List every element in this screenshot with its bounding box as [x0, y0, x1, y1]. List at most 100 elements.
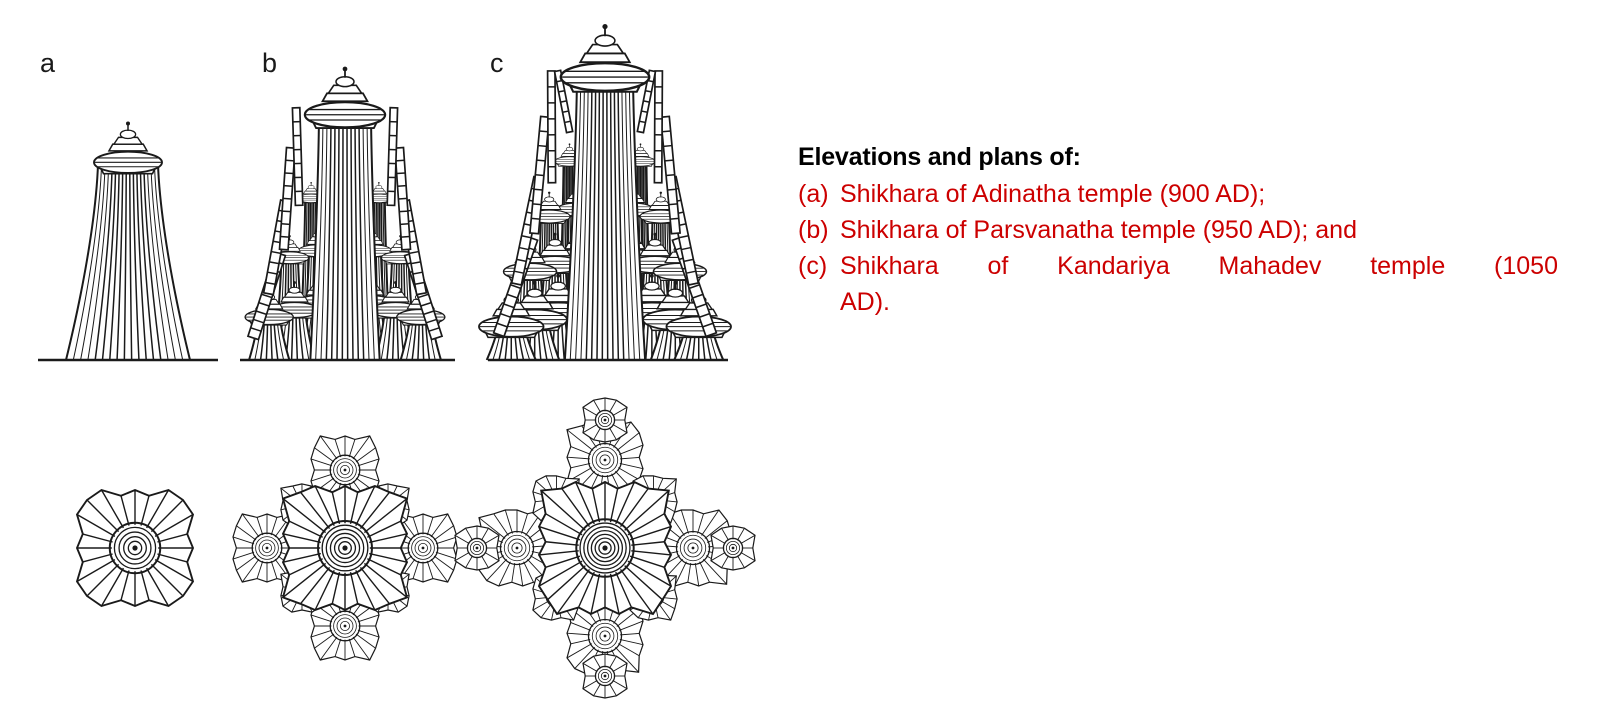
ladder-rung — [692, 293, 704, 299]
ladder-rung — [282, 197, 292, 200]
kalasha-tip — [394, 281, 397, 284]
flank-ladder-band — [278, 146, 296, 251]
kalasha-pot — [648, 238, 662, 247]
plan-spoke — [357, 473, 380, 482]
plan-spoke — [540, 603, 552, 619]
plan-spoke — [701, 509, 720, 536]
plan-spoke — [349, 492, 359, 524]
plan-spoke — [236, 555, 257, 571]
plan-secondary-lobe — [582, 397, 628, 443]
shikhara-rib — [613, 75, 620, 361]
plan-core — [602, 545, 608, 551]
plan-ring — [325, 528, 365, 568]
plan-ring — [340, 465, 350, 475]
ladder-rung — [514, 270, 524, 274]
plan-spoke — [319, 636, 338, 661]
shikhara-fill — [564, 76, 646, 360]
flank-ladder-band — [653, 70, 664, 184]
crown-collar-upper — [539, 200, 559, 206]
crown-collar-upper — [304, 188, 318, 192]
kalasha-tip — [342, 66, 348, 72]
ladder-rung — [255, 310, 267, 316]
main-shikhara-crown — [303, 66, 387, 130]
plan-ring — [679, 534, 707, 562]
plan-spoke — [617, 467, 640, 481]
ladder-rung — [516, 258, 527, 263]
plan-spoke — [120, 495, 130, 526]
plan-spoke — [574, 646, 595, 669]
ladder-rung — [408, 250, 419, 255]
plan-spoke — [612, 680, 628, 690]
plan-spoke — [334, 439, 342, 458]
ladder-rung — [261, 293, 273, 299]
plan-ring — [329, 532, 361, 564]
plan-spoke — [145, 489, 170, 529]
ladder-rung — [425, 318, 437, 324]
ladder-rung — [663, 144, 673, 148]
shikhara-edge-right — [370, 113, 381, 361]
plan-spoke — [582, 424, 598, 434]
ladder-rung — [510, 284, 522, 290]
plan-spoke — [694, 562, 700, 587]
plan-core — [603, 634, 607, 638]
plan-ring — [675, 530, 711, 566]
plan-spoke — [629, 525, 672, 541]
plan-ring — [728, 543, 738, 553]
plan-spoke — [680, 509, 689, 534]
caption-list: (a)Shikhara of Adinatha temple (900 AD);… — [798, 176, 1558, 320]
plan-ring — [123, 536, 147, 560]
shikhara-rib — [366, 113, 375, 361]
ladder-rung — [423, 310, 435, 316]
plan-spoke — [674, 561, 687, 587]
ladder-rung — [500, 312, 511, 318]
plan-ring — [469, 540, 485, 556]
plan-ring — [338, 541, 352, 555]
shikhara-rib — [129, 161, 133, 361]
plan-spoke — [740, 534, 756, 544]
shikhara-rib — [150, 161, 176, 361]
plan-ring — [590, 533, 620, 563]
shikhara-fill — [66, 162, 190, 360]
plan-spoke — [369, 552, 408, 563]
plan-spoke — [355, 485, 376, 526]
plan-spoke — [454, 552, 470, 562]
shikhara-rib — [139, 161, 155, 361]
plan-ring — [594, 537, 616, 559]
ladder-rung — [686, 270, 696, 274]
plan-spoke — [478, 517, 506, 539]
ladder-rung — [531, 217, 540, 220]
shikhara-rib — [136, 161, 147, 361]
shikhara-rib — [143, 161, 162, 361]
kalasha-tip — [639, 143, 642, 146]
ladder-rung — [666, 173, 675, 177]
ladder-rung — [639, 120, 646, 124]
plan-spoke — [624, 490, 670, 531]
elevation-a — [38, 121, 218, 362]
ladder-rung — [250, 327, 262, 332]
plan-spoke — [352, 636, 371, 661]
ladder-rung — [702, 322, 714, 328]
plan-spoke — [658, 603, 672, 621]
plan-spoke — [540, 490, 586, 531]
ladder-rung — [532, 203, 542, 206]
ladder-rung — [643, 100, 650, 103]
plan-ring — [407, 532, 439, 564]
plan-core — [603, 418, 607, 422]
ladder-rung — [503, 303, 515, 309]
plan-spoke — [282, 533, 321, 544]
plan-spoke — [582, 680, 598, 690]
plan-spoke — [157, 533, 188, 543]
caption-text: Shikhara of Parsvanatha temple (950 AD);… — [840, 216, 1357, 244]
ladder-rung — [284, 172, 294, 175]
plan-ring — [108, 521, 162, 575]
plan-spoke — [256, 517, 264, 536]
ladder-rung — [518, 246, 529, 251]
ladder-rung — [399, 210, 408, 213]
plan-spoke — [256, 560, 264, 579]
plan-spoke — [232, 551, 255, 560]
ladder-rung — [535, 173, 544, 177]
plan-spoke — [310, 458, 333, 467]
ladder-rung — [285, 159, 295, 162]
crown-collar-upper — [112, 136, 144, 145]
